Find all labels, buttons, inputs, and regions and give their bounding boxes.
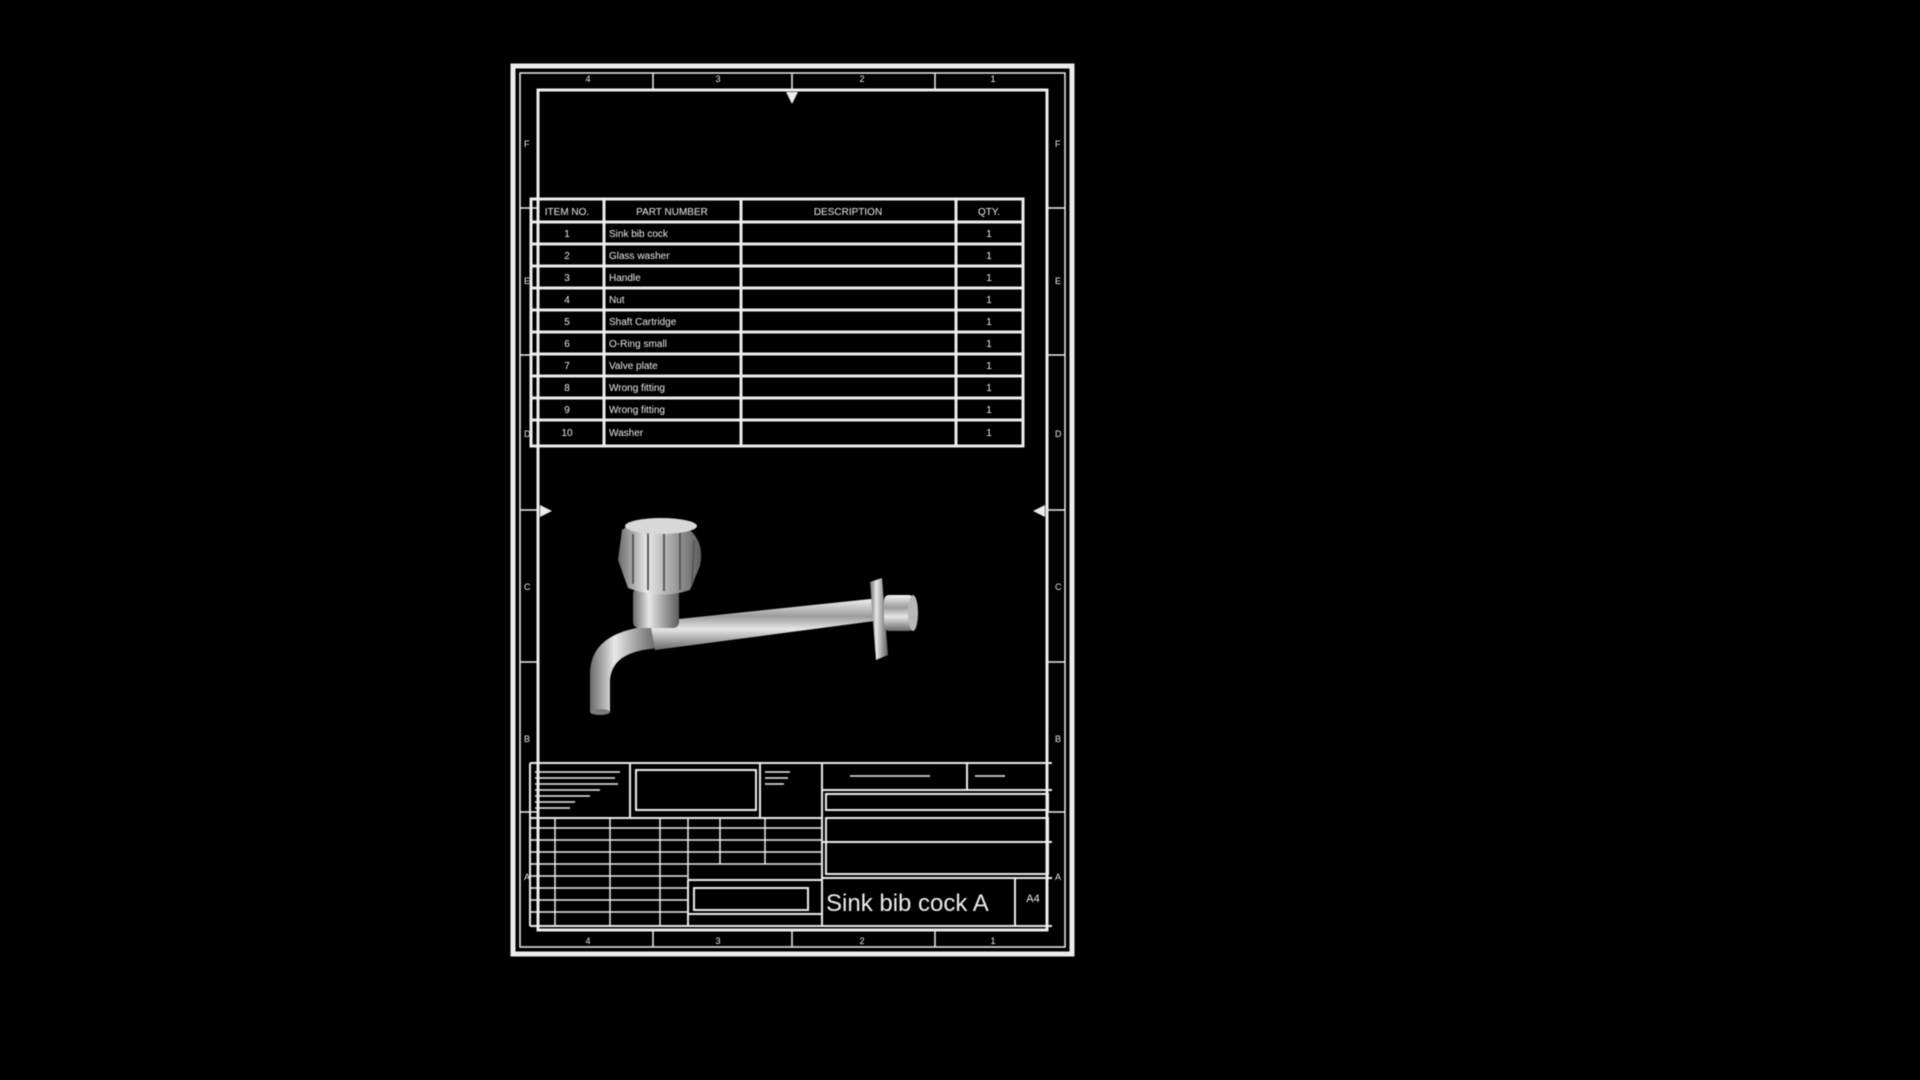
zone-column-labels-top: 4 3 2 1 bbox=[585, 74, 995, 84]
centering-marks bbox=[540, 92, 1045, 517]
bom-row-qty: 1 bbox=[986, 405, 992, 416]
zone-col-bottom: 1 bbox=[990, 936, 995, 946]
zone-col-top: 4 bbox=[585, 74, 590, 84]
title-block bbox=[529, 762, 1052, 927]
bom-row-qty: 1 bbox=[986, 361, 992, 372]
bom-row-part: Handle bbox=[609, 273, 641, 284]
faucet-body bbox=[650, 598, 882, 650]
zone-col-bottom: 3 bbox=[715, 936, 720, 946]
zone-row-labels-right: F E D C B A bbox=[1055, 139, 1062, 882]
zone-col-top: 3 bbox=[715, 74, 720, 84]
bom-row-part: Nut bbox=[609, 295, 625, 306]
zone-row-left: D bbox=[524, 429, 531, 439]
zone-row-right: A bbox=[1055, 872, 1061, 882]
bom-header-item-no: ITEM NO. bbox=[545, 207, 589, 218]
bom-row-qty: 1 bbox=[986, 317, 992, 328]
bom-row-item: 6 bbox=[564, 339, 570, 350]
bom-row-item: 5 bbox=[564, 317, 570, 328]
bom-border bbox=[529, 197, 1025, 448]
signature-grid bbox=[530, 818, 822, 926]
bom-row-item: 7 bbox=[564, 361, 570, 372]
zone-row-right: F bbox=[1055, 139, 1061, 149]
bom-row-item: 2 bbox=[564, 251, 570, 262]
bom-row-part: Glass washer bbox=[609, 251, 670, 262]
zone-ticks bbox=[520, 73, 1065, 947]
bom-header-qty: QTY. bbox=[978, 207, 1000, 218]
sheet-outer-border bbox=[510, 63, 1075, 957]
bom-row-item: 9 bbox=[564, 405, 570, 416]
bom-row-item: 4 bbox=[564, 295, 570, 306]
zone-col-top: 2 bbox=[859, 74, 864, 84]
bom-row-item: 8 bbox=[564, 383, 570, 394]
zone-column-labels-bottom: 4 3 2 1 bbox=[585, 936, 995, 946]
bom-row-qty: 1 bbox=[986, 273, 992, 284]
bom-row-part: Valve plate bbox=[609, 361, 658, 372]
faucet-handle-cap bbox=[625, 518, 697, 534]
faucet-threaded-end bbox=[884, 595, 914, 631]
faucet-handle-ribs bbox=[632, 528, 695, 591]
faucet-3d-render bbox=[590, 518, 918, 715]
sheet-outer-border-inner bbox=[519, 72, 1066, 948]
title-block-fine-print bbox=[535, 771, 1005, 809]
bom-row-qty: 1 bbox=[986, 383, 992, 394]
bom-row-part: Wrong fitting bbox=[609, 405, 665, 416]
zone-row-right: C bbox=[1055, 582, 1062, 592]
zone-row-labels-left: F E D C B A bbox=[524, 139, 531, 882]
zone-col-bottom: 2 bbox=[859, 936, 864, 946]
zone-row-right: B bbox=[1055, 734, 1061, 744]
bom-row-item: 1 bbox=[564, 229, 570, 240]
drawing-title: Sink bib cock A bbox=[826, 890, 989, 917]
bom-row-qty: 1 bbox=[986, 428, 992, 439]
bom-row-part: Washer bbox=[609, 428, 644, 439]
zone-col-bottom: 4 bbox=[585, 936, 590, 946]
bom-header-part-number: PART NUMBER bbox=[636, 207, 708, 218]
faucet-valve-neck bbox=[633, 588, 679, 628]
zone-row-left: B bbox=[524, 734, 530, 744]
faucet-end-face bbox=[908, 595, 918, 631]
zone-row-left: A bbox=[524, 872, 530, 882]
zone-row-right: E bbox=[1055, 276, 1061, 286]
faucet-spout bbox=[590, 625, 660, 712]
bom-row-qty: 1 bbox=[986, 339, 992, 350]
bom-row-lines bbox=[531, 220, 1023, 422]
bom-row-qty: 1 bbox=[986, 295, 992, 306]
zone-row-right: D bbox=[1055, 429, 1062, 439]
zone-row-left: C bbox=[524, 582, 531, 592]
bom-row-part: Sink bib cock bbox=[609, 229, 669, 240]
zone-row-left: E bbox=[524, 276, 530, 286]
bom-row-part: Wrong fitting bbox=[609, 383, 665, 394]
sheet-size: A4 bbox=[1026, 893, 1039, 905]
bom-row-qty: 1 bbox=[986, 229, 992, 240]
bom-row-part: Shaft Cartridge bbox=[609, 317, 677, 328]
zone-col-top: 1 bbox=[990, 74, 995, 84]
bom-table: ITEM NO. PART NUMBER DESCRIPTION QTY. 1 … bbox=[529, 197, 1025, 448]
faucet-spout-outlet bbox=[590, 709, 610, 715]
bom-header-description: DESCRIPTION bbox=[814, 207, 882, 218]
bom-column-lines bbox=[602, 199, 958, 446]
bom-row-part: O-Ring small bbox=[609, 339, 667, 350]
faucet-flange bbox=[870, 578, 888, 660]
bom-row-item: 10 bbox=[561, 428, 573, 439]
drawing-frame bbox=[536, 88, 1049, 932]
zone-row-left: F bbox=[524, 139, 530, 149]
bom-row-item: 3 bbox=[564, 273, 570, 284]
bom-row-qty: 1 bbox=[986, 251, 992, 262]
